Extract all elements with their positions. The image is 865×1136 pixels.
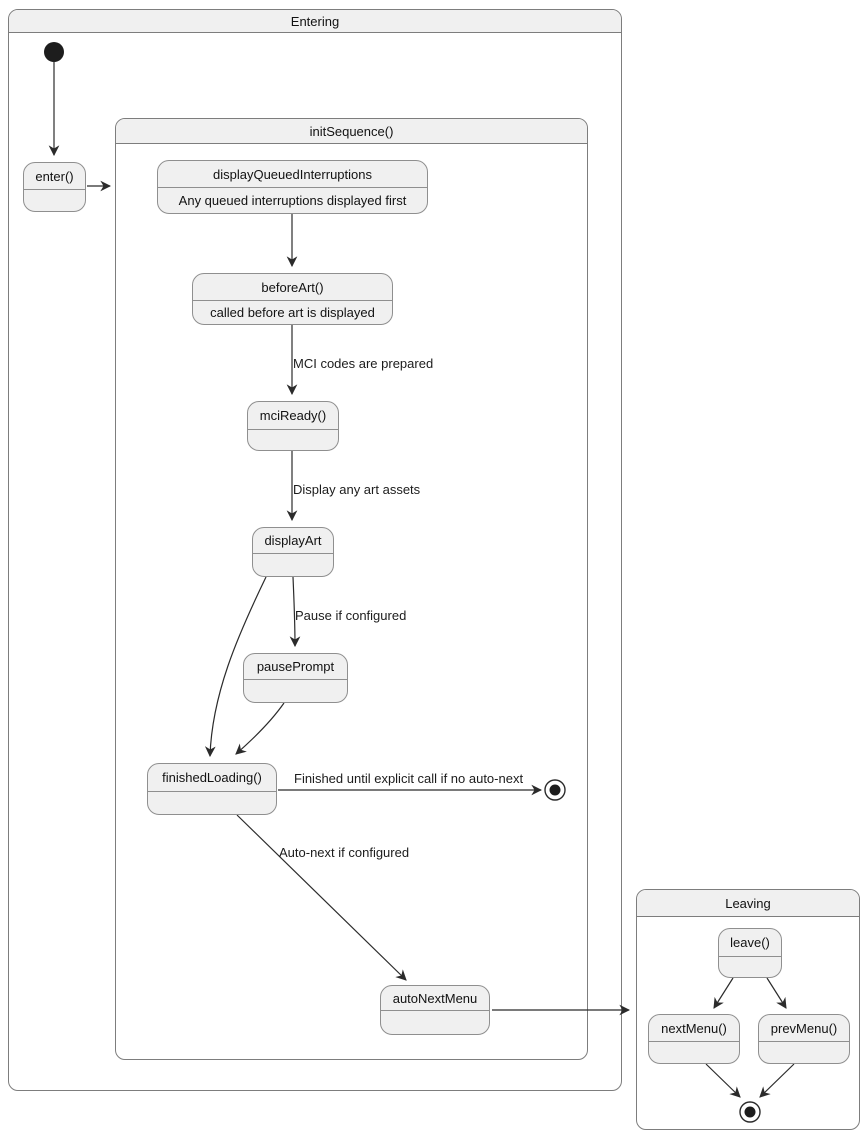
state-enter-title: enter(): [24, 163, 85, 190]
container-leaving-title: Leaving: [637, 890, 859, 917]
state-before-art: beforeArt() called before art is display…: [192, 273, 393, 325]
state-prev-menu-body: [759, 1042, 849, 1063]
edge-label-pause: Pause if configured: [295, 608, 407, 623]
edge-leave-to-next-menu: [713, 977, 734, 1009]
edge-finished-loading-to-auto-next-menu: [236, 814, 407, 981]
state-mci-ready-body: [248, 430, 338, 450]
state-enter: enter(): [23, 162, 86, 212]
edge-next-menu-to-final: [705, 1063, 741, 1098]
state-mci-ready: mciReady(): [247, 401, 339, 451]
edge-display-art-to-finished-loading: [204, 576, 267, 758]
state-finished-loading-title: finishedLoading(): [148, 764, 276, 792]
state-auto-next-menu-title: autoNextMenu: [381, 986, 489, 1011]
state-enter-body: [24, 190, 85, 211]
state-display-queued-interruptions: displayQueuedInterruptions Any queued in…: [157, 160, 428, 214]
edge-label-mci-codes: MCI codes are prepared: [293, 356, 434, 371]
state-display-queued-interruptions-description: Any queued interruptions displayed first: [178, 193, 407, 208]
state-next-menu: nextMenu(): [648, 1014, 740, 1064]
edge-prev-menu-to-final: [759, 1063, 795, 1098]
state-pause-prompt-title: pausePrompt: [244, 654, 347, 680]
edge-leave-to-prev-menu: [766, 977, 787, 1009]
state-before-art-title: beforeArt(): [193, 274, 392, 301]
state-next-menu-body: [649, 1042, 739, 1063]
state-display-art-body: [253, 554, 333, 576]
state-leave-body: [719, 957, 781, 977]
state-next-menu-title: nextMenu(): [649, 1015, 739, 1042]
state-finished-loading-body: [148, 792, 276, 814]
state-pause-prompt: pausePrompt: [243, 653, 348, 703]
state-auto-next-menu-body: [381, 1011, 489, 1034]
container-entering-title: Entering: [9, 10, 621, 33]
container-init-sequence-title: initSequence(): [116, 119, 587, 144]
state-mci-ready-title: mciReady(): [248, 402, 338, 430]
state-prev-menu-title: prevMenu(): [759, 1015, 849, 1042]
edge-display-art-to-pause-prompt: [289, 576, 301, 648]
edge-label-auto-next: Auto-next if configured: [279, 845, 410, 860]
state-pause-prompt-body: [244, 680, 347, 702]
edge-label-display-assets: Display any art assets: [293, 482, 421, 497]
final-state-icon: [739, 1101, 761, 1123]
state-display-art-title: displayArt: [253, 528, 333, 554]
state-prev-menu: prevMenu(): [758, 1014, 850, 1064]
state-display-art: displayArt: [252, 527, 334, 577]
state-leave-title: leave(): [719, 929, 781, 957]
state-before-art-description: called before art is displayed: [210, 305, 375, 320]
state-leave: leave(): [718, 928, 782, 978]
final-state-icon: [544, 779, 566, 801]
edge-pause-prompt-to-finished-loading: [235, 702, 285, 755]
state-finished-loading: finishedLoading(): [147, 763, 277, 815]
container-leaving: Leaving: [636, 889, 860, 1130]
initial-state-icon: [44, 42, 64, 62]
edge-label-finished: Finished until explicit call if no auto-…: [294, 771, 524, 786]
state-display-queued-interruptions-title: displayQueuedInterruptions: [158, 161, 427, 188]
state-auto-next-menu: autoNextMenu: [380, 985, 490, 1035]
